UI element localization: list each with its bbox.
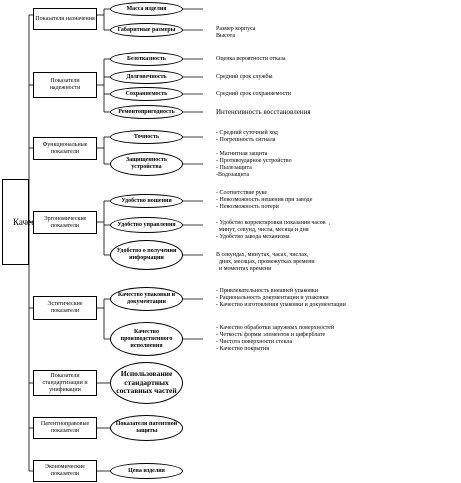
oval-label: Удобство о получении информации — [116, 248, 177, 261]
oval-label: Качество упаковки и документации — [117, 292, 176, 305]
oval-standard-parts: Использование стандартных составных част… — [110, 362, 183, 404]
oval-accuracy: Точность — [110, 130, 183, 144]
group-label: Эргономические показатели — [43, 215, 87, 229]
group-label: Экономические показатели — [45, 464, 85, 477]
oval-packaging-quality: Качество упаковки и документации — [110, 287, 183, 311]
group-label: Патентноправовые показатели — [40, 421, 90, 434]
oval-label: Качество производственного исполнения — [120, 328, 173, 349]
oval-label: Цена изделия — [128, 467, 165, 474]
group-label: Показатели назначения — [35, 15, 95, 22]
group-label: Показатели надежности — [49, 78, 81, 91]
root-box: Качество — [2, 179, 48, 265]
detail-packaging-quality: - Привлекательность внешней упаковки - Р… — [216, 288, 346, 308]
detail-accuracy: - Средний суточный ход - Погрешность сиг… — [216, 130, 278, 143]
group-box-patent: Патентноправовые показатели — [33, 417, 97, 439]
oval-label: Удобство управления — [117, 221, 176, 228]
group-box-economic: Экономические показатели — [33, 460, 97, 482]
oval-repairability: Ремонтопригодность — [110, 105, 183, 119]
oval-production-quality: Качество производственного исполнения — [110, 322, 183, 356]
detail-control-comfort: - Удобство корректировки показания часов… — [216, 220, 331, 240]
group-label: Показатели стандартизации и унификации — [42, 372, 88, 393]
group-box-standardization: Показатели стандартизации и унификации — [33, 370, 97, 396]
detail-production-quality: - Качество обработки заружных поверхност… — [216, 325, 335, 352]
detail-dimensions: Размер корпуса Высота — [216, 26, 256, 39]
oval-durability: Долговечность — [110, 70, 183, 84]
oval-price: Цена изделия — [110, 463, 183, 479]
oval-label: Габаритные размеры — [117, 26, 176, 33]
detail-device-protection: - Магнитная защита - Противоударное устр… — [216, 151, 292, 178]
oval-label: Сохраняемость — [125, 90, 168, 97]
oval-label: Долговечность — [126, 73, 167, 80]
oval-dimensions: Габаритные размеры — [110, 23, 183, 37]
oval-storability: Сохраняемость — [110, 87, 183, 101]
oval-label: Точность — [133, 133, 160, 140]
oval-label: Использование стандартных составных част… — [116, 369, 177, 396]
oval-patent-protection: Показатели патентной защиты — [110, 415, 183, 441]
group-label: Функциональные показатели — [42, 141, 88, 155]
oval-label: Безотказность — [127, 55, 166, 62]
oval-mass: Масса изделия — [110, 2, 183, 16]
group-box-aesthetic: Эстетические показатели — [33, 296, 97, 320]
detail-wearing-comfort: - Соответствие руке - Невозможность неше… — [216, 190, 313, 210]
oval-wearing-comfort: Удобство ношения — [110, 194, 183, 208]
group-box-purpose: Показатели назначения — [33, 8, 97, 30]
group-box-reliability: Показатели надежности — [33, 72, 97, 98]
root-label: Качество — [13, 217, 48, 227]
oval-label: Ремонтопригодность — [118, 108, 175, 115]
oval-control-comfort: Удобство управления — [110, 217, 183, 233]
oval-label: Защищенность устройства — [125, 157, 168, 170]
detail-durability: Средний срок службы — [216, 74, 273, 80]
detail-info-comfort: В секундах, минутах, часах, числах, днях… — [216, 252, 315, 272]
oval-label: Показатели патентной защиты — [115, 421, 178, 434]
detail-failure-free: Оценка вероятности отказа — [216, 56, 286, 62]
detail-storability: Средний срок сохраняемости — [216, 91, 292, 97]
oval-label: Масса изделия — [126, 5, 167, 12]
group-box-functional: Функциональные показатели — [33, 137, 97, 160]
oval-info-comfort: Удобство о получении информации — [110, 240, 183, 270]
oval-device-protection: Защищенность устройства — [110, 152, 183, 176]
detail-repairability: Интенсивность восстановления — [216, 108, 311, 116]
group-box-ergonomic: Эргономические показатели — [33, 211, 97, 234]
oval-failure-free: Безотказность — [110, 52, 183, 66]
oval-label: Удобство ношения — [121, 197, 172, 204]
group-label: Эстетические показатели — [47, 301, 83, 314]
